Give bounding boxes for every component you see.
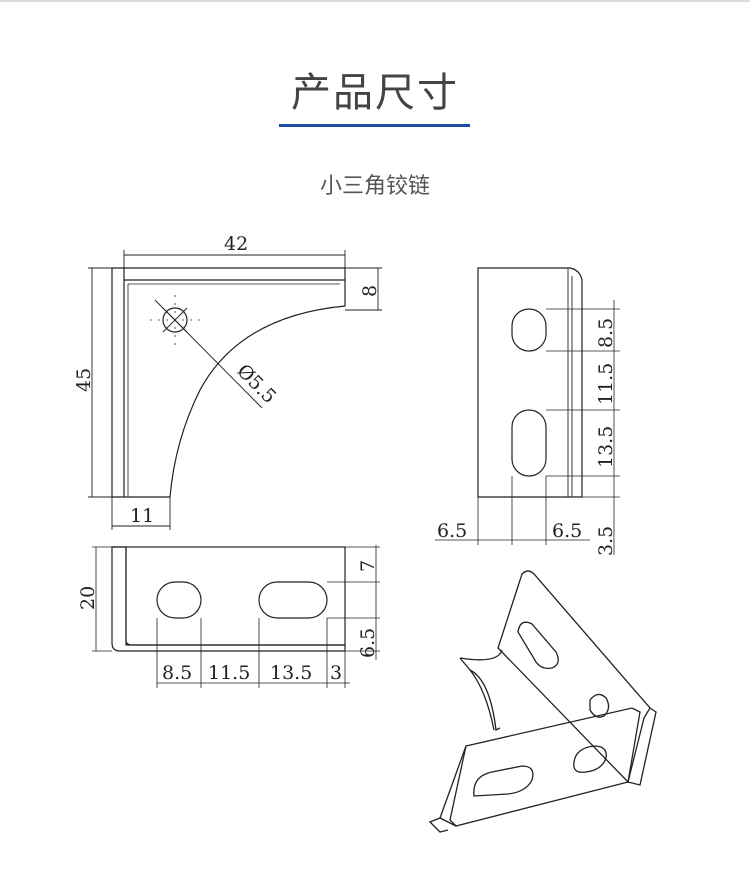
iso-base-slot-2 <box>573 745 607 773</box>
side-dim-bottom-slot: 13.5 <box>595 426 617 468</box>
title-underline <box>279 124 470 127</box>
hole-diameter-dim: Ø5.5 <box>232 360 280 408</box>
side-view <box>435 267 620 555</box>
top-bottom-dim-4: 3 <box>330 662 342 684</box>
top-bottom-dim-3: 13.5 <box>270 662 312 684</box>
iso-slot-1 <box>517 621 559 670</box>
top-dim-right-top: 7 <box>357 560 379 572</box>
side-dim-right: 6.5 <box>552 520 582 542</box>
top-divider <box>0 0 750 2</box>
top-right-slot <box>258 581 328 619</box>
iso-base-plate <box>449 707 641 827</box>
side-dim-top-slot: 8.5 <box>595 318 617 348</box>
front-width-dim: 42 <box>224 233 248 255</box>
top-outline <box>125 546 346 646</box>
top-bottom-dim-2: 11.5 <box>208 662 250 684</box>
front-view <box>88 250 382 530</box>
product-subtitle: 小三角铰链 <box>319 174 430 199</box>
mount-hole <box>162 307 188 333</box>
side-top-slot <box>511 308 547 352</box>
side-dim-left: 6.5 <box>437 520 467 542</box>
iso-vertical-plate <box>497 570 651 784</box>
top-left-slot <box>156 581 202 619</box>
bracket-3d-icon <box>428 570 657 833</box>
top-dim-right-bottom: 6.5 <box>357 628 379 658</box>
top-outline-bend <box>111 546 346 652</box>
side-dim-bottom: 3.5 <box>595 526 617 556</box>
side-outline <box>477 267 583 498</box>
iso-slot-2 <box>589 693 610 718</box>
side-bottom-slot <box>511 409 547 477</box>
front-height-dim: 45 <box>73 368 95 392</box>
top-view <box>92 545 380 688</box>
page-title: 产品尺寸 <box>291 70 459 116</box>
front-outline <box>111 267 346 498</box>
front-bottom-dim: 11 <box>130 505 154 527</box>
iso-gusset <box>459 649 503 731</box>
side-dim-gap: 11.5 <box>595 363 617 405</box>
top-bottom-dim-1: 8.5 <box>162 662 192 684</box>
front-flange-dim: 8 <box>359 285 381 297</box>
iso-base-slot-1 <box>473 765 534 797</box>
top-height-dim: 20 <box>77 586 99 610</box>
hole-leader <box>154 299 263 409</box>
